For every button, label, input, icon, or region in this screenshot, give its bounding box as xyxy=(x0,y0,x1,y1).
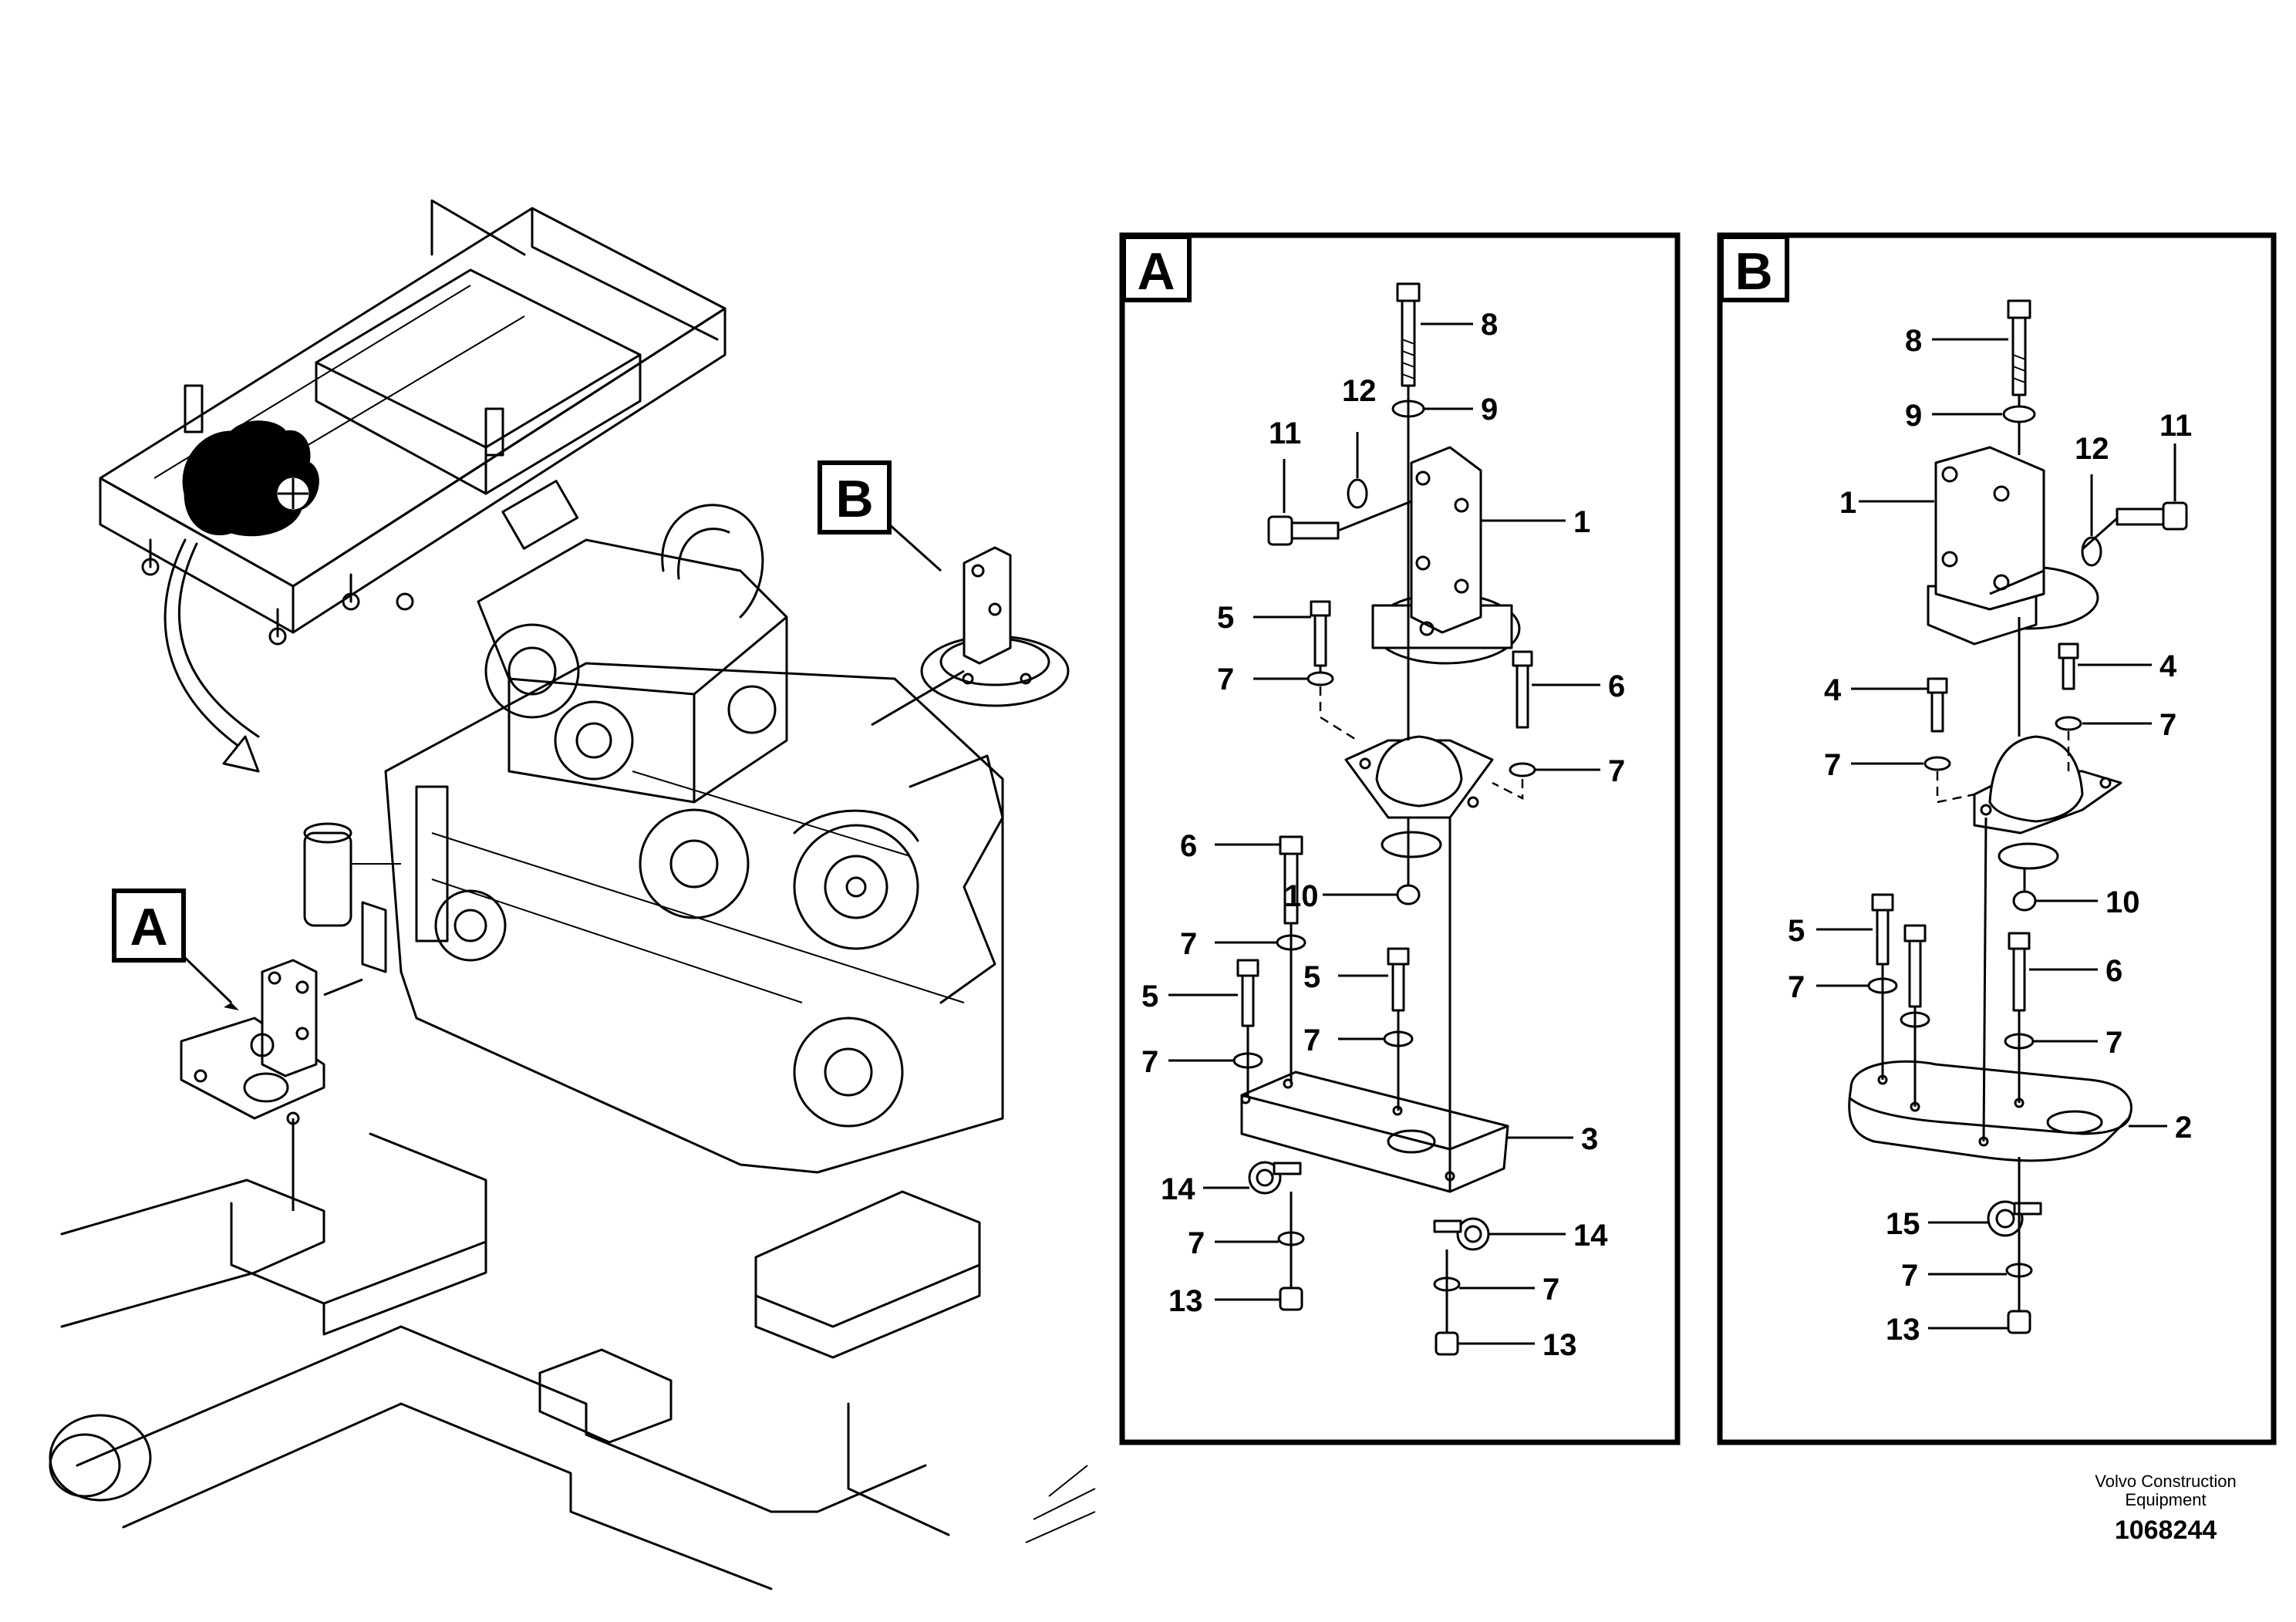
callout-b-4-right: 4 xyxy=(2159,649,2177,683)
overview-tag-a: A xyxy=(112,889,239,1010)
nut-13-right xyxy=(1435,1331,1459,1356)
doc-number: 1068244 xyxy=(2115,1516,2217,1545)
nut-10-b xyxy=(2012,890,2037,912)
bracket-1 xyxy=(1371,446,1521,665)
nut-13-b xyxy=(2007,1310,2031,1334)
bracket-1-b xyxy=(1927,446,2099,646)
bolt-5-b xyxy=(1871,893,1894,966)
detail-b-panel: B xyxy=(1717,232,2277,1445)
overview-tag-a-label: A xyxy=(130,898,167,956)
rubber-mount xyxy=(1344,735,1494,858)
clamp-14-left xyxy=(1248,1161,1302,1195)
detail-a-tag: A xyxy=(1137,242,1175,301)
callout-b-6: 6 xyxy=(2106,954,2122,988)
callout-b-11: 11 xyxy=(2159,409,2192,443)
callout-a-12: 12 xyxy=(1342,374,1377,408)
plate-2 xyxy=(1848,1060,2132,1162)
callout-b-10: 10 xyxy=(2106,885,2140,919)
bolt-6-upper xyxy=(1512,650,1533,729)
callout-a-7-upper-left: 7 xyxy=(1217,663,1234,696)
detail-a-panel: A xyxy=(1119,232,1681,1445)
callout-a-13-left: 13 xyxy=(1168,1284,1203,1318)
callout-a-5-lower-right: 5 xyxy=(1303,960,1320,994)
callout-b-2: 2 xyxy=(2175,1111,2192,1145)
bolt-5-lower-left xyxy=(1236,959,1259,1027)
callout-b-7-mid-right: 7 xyxy=(2106,1026,2122,1060)
callout-a-7-mid-left: 7 xyxy=(1180,927,1197,961)
callout-a-7-bottom-left: 7 xyxy=(1188,1226,1205,1260)
clamp-14-right xyxy=(1433,1217,1490,1251)
callout-a-5-lower-left: 5 xyxy=(1141,980,1158,1013)
overview-tag-b: B xyxy=(818,460,942,572)
detail-b-tag: B xyxy=(1735,242,1772,301)
callout-a-6-upper: 6 xyxy=(1608,669,1625,703)
callout-b-7-mid-left: 7 xyxy=(1788,970,1805,1004)
bolt-5-lower-right xyxy=(1387,947,1410,1012)
callout-a-14-left: 14 xyxy=(1161,1172,1195,1206)
callout-a-13-right: 13 xyxy=(1542,1328,1577,1362)
clamp-15 xyxy=(1987,1200,2042,1237)
rubber-mount-b xyxy=(1973,735,2122,870)
bolt-4-right-b xyxy=(2058,642,2079,690)
callout-b-7-right: 7 xyxy=(2159,708,2176,742)
callout-b-15: 15 xyxy=(1886,1207,1920,1241)
callout-a-7-bottom-right: 7 xyxy=(1542,1273,1559,1307)
callout-b-4-left: 4 xyxy=(1824,673,1842,707)
upper-frame-assembly xyxy=(99,199,727,646)
washer-12 xyxy=(1347,478,1368,509)
washer-7-left-b xyxy=(1923,756,1951,771)
bolt-4-left-b xyxy=(1927,677,1948,733)
curved-arrow-icon xyxy=(164,538,260,773)
washer-7-right-b xyxy=(2055,716,2082,731)
callout-b-13: 13 xyxy=(1886,1313,1920,1347)
callout-b-1: 1 xyxy=(1839,486,1856,520)
footer: Volvo Construction Equipment 1068244 xyxy=(2095,1472,2236,1545)
bolt-6-b xyxy=(2008,932,2031,1012)
overview-illustration: A B xyxy=(49,199,1096,1590)
bolt-8 xyxy=(1396,282,1421,387)
callout-a-9: 9 xyxy=(1481,393,1498,427)
callout-a-8: 8 xyxy=(1481,308,1498,342)
overview-tag-b-label: B xyxy=(835,470,873,528)
callout-a-1: 1 xyxy=(1573,505,1590,539)
callout-a-10: 10 xyxy=(1284,879,1319,913)
bolt-5-upper xyxy=(1310,600,1331,667)
nut-13-left xyxy=(1279,1286,1303,1311)
plate-3 xyxy=(1240,1071,1509,1193)
mount-a-small xyxy=(180,959,363,1211)
callout-b-7-bottom: 7 xyxy=(1901,1259,1918,1293)
callout-a-3: 3 xyxy=(1581,1122,1598,1156)
bolt-11 xyxy=(1267,515,1340,546)
callout-a-5-upper: 5 xyxy=(1217,601,1234,635)
callout-a-7-upper-right: 7 xyxy=(1608,754,1625,788)
callout-b-8: 8 xyxy=(1905,324,1922,358)
brand-line-1: Volvo Construction xyxy=(2095,1472,2236,1491)
callout-b-12: 12 xyxy=(2075,432,2109,466)
washer-7-upper-right xyxy=(1509,762,1536,777)
callout-a-6-lower: 6 xyxy=(1180,829,1197,863)
mount-b-small xyxy=(920,546,1070,707)
bolt-5-b-2 xyxy=(1903,924,1927,1008)
callout-b-5: 5 xyxy=(1788,914,1805,948)
callout-a-7-lower-right: 7 xyxy=(1303,1023,1320,1057)
callout-a-7-lower-left: 7 xyxy=(1141,1045,1158,1079)
nut-10 xyxy=(1396,884,1421,905)
bolt-11-b xyxy=(2116,501,2188,531)
bolt-8-b xyxy=(2007,299,2031,396)
callout-a-11: 11 xyxy=(1269,416,1301,450)
washer-9-b xyxy=(2002,405,2036,423)
engine-block xyxy=(303,504,1004,1174)
lower-chassis xyxy=(49,1132,1096,1590)
callout-a-14-right: 14 xyxy=(1573,1219,1608,1253)
washer-7-upper-left xyxy=(1306,671,1334,686)
callout-b-7-left: 7 xyxy=(1824,748,1841,782)
engine-silhouette xyxy=(182,420,319,537)
brand-line-2: Equipment xyxy=(2125,1490,2206,1509)
callout-b-9: 9 xyxy=(1905,399,1922,433)
